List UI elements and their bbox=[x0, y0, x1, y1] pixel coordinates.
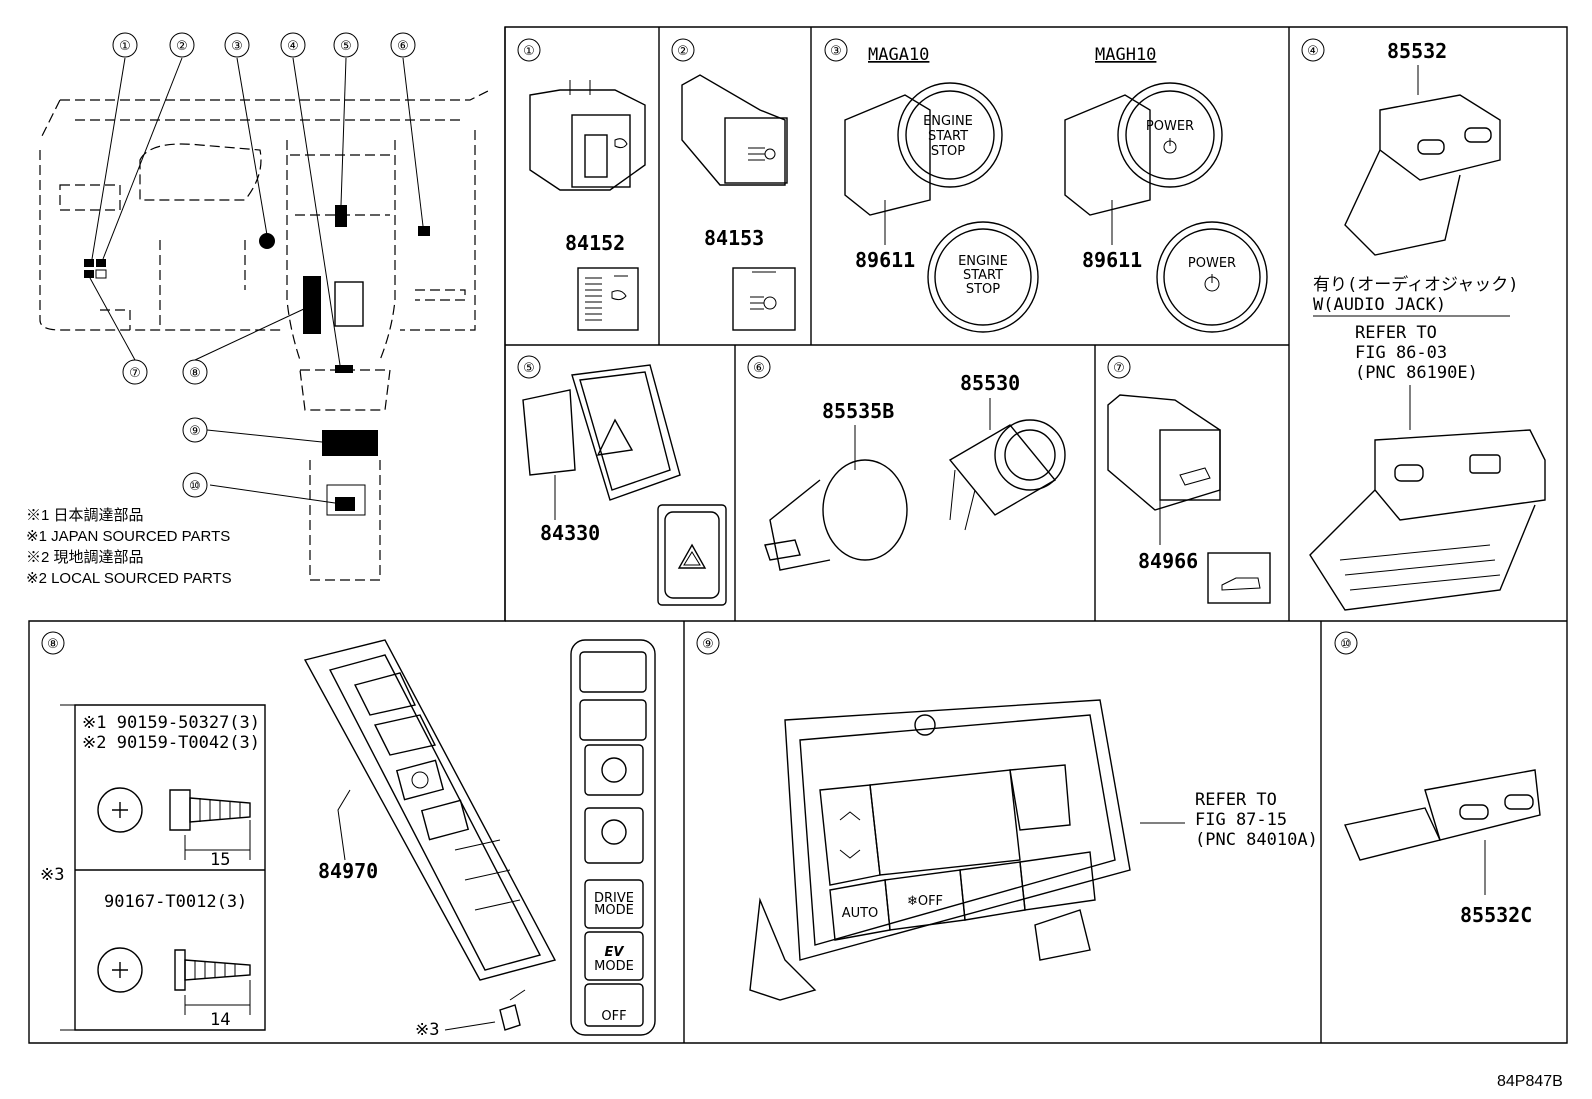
panel-3-number: ③ bbox=[830, 44, 842, 59]
callout-6: ⑥ bbox=[397, 39, 409, 54]
power-label-a: POWER bbox=[1146, 119, 1194, 134]
auto-button-label: AUTO bbox=[842, 906, 879, 921]
start-label-a: START bbox=[928, 129, 968, 144]
ev-label: EV bbox=[605, 945, 625, 960]
refer-line-1: REFER TO bbox=[1355, 323, 1437, 343]
refer-line-3: (PNC 86190E) bbox=[1355, 363, 1478, 383]
callout-3: ③ bbox=[231, 39, 243, 54]
panel-5-part-number: 84330 bbox=[540, 521, 600, 545]
panel-3-part-number-b: 89611 bbox=[1082, 248, 1142, 272]
ac-off-label: ❄OFF bbox=[907, 894, 943, 909]
panel-4-part-number: 85532 bbox=[1387, 39, 1447, 63]
panel-1-part-number: 84152 bbox=[565, 231, 625, 255]
callout-1: ① bbox=[119, 39, 131, 54]
overview-dashboard: ① ② ③ ④ ⑤ ⑥ ⑦ ⑧ ⑨ ⑩ ※1 日本調達部品 ※1 JAPAN S… bbox=[26, 32, 491, 587]
ref-3-left: ※3 bbox=[40, 865, 64, 885]
panel-2-number: ② bbox=[677, 44, 689, 59]
audio-jack-note-en: W(AUDIO JACK) bbox=[1313, 295, 1446, 315]
callout-7: ⑦ bbox=[129, 366, 141, 381]
callout-8: ⑧ bbox=[189, 366, 201, 381]
refer-9-line-3: (PNC 84010A) bbox=[1195, 830, 1318, 850]
panel-6: ⑥ 85535B 85530 bbox=[747, 355, 1066, 571]
panel-4-number: ④ bbox=[1307, 44, 1319, 59]
callout-2: ② bbox=[176, 39, 188, 54]
panel-4: ④ 85532 有り(オーディオジャック) W(AUDIO JACK) REFE… bbox=[1301, 38, 1546, 611]
stop-label-a: STOP bbox=[931, 144, 965, 159]
panel-2: ② 84153 bbox=[671, 38, 796, 331]
panel-9-number: ⑨ bbox=[702, 637, 714, 652]
part-85530: 85530 bbox=[960, 371, 1020, 395]
part-85535b: 85535B bbox=[822, 399, 894, 423]
bolt-1a: ※1 90159-50327(3) bbox=[82, 713, 260, 733]
refer-line-2: FIG 86-03 bbox=[1355, 343, 1447, 363]
power-label-b: POWER bbox=[1188, 256, 1236, 271]
note-local-en: ※2 LOCAL SOURCED PARTS bbox=[26, 570, 232, 587]
off-label: OFF bbox=[601, 1009, 626, 1024]
panel-8-number: ⑧ bbox=[47, 637, 59, 652]
panel-10-number: ⑩ bbox=[1340, 637, 1352, 652]
refer-9-line-1: REFER TO bbox=[1195, 790, 1277, 810]
callout-4: ④ bbox=[287, 39, 299, 54]
panel-7: ⑦ 84966 bbox=[1107, 355, 1271, 604]
refer-9-line-2: FIG 87-15 bbox=[1195, 810, 1287, 830]
panel-9: ⑨ AUTO ❄OFF REFER TO FIG 87-15 (PNC 8401… bbox=[696, 631, 1318, 1001]
panel-6-number: ⑥ bbox=[753, 361, 765, 376]
callout-9: ⑨ bbox=[189, 424, 201, 439]
engine-label-b: ENGINE bbox=[958, 254, 1008, 269]
ev-mode-label: MODE bbox=[594, 959, 634, 974]
note-local-jp: ※2 現地調達部品 bbox=[26, 549, 144, 566]
panel-3: ③ MAGA10 MAGH10 ENGINE START STOP 89611 … bbox=[824, 38, 1268, 333]
panel-5-number: ⑤ bbox=[523, 361, 535, 376]
figure-code: 84P847B bbox=[1497, 1073, 1563, 1090]
panel-10-part-number: 85532C bbox=[1460, 903, 1532, 927]
panel-7-part-number: 84966 bbox=[1138, 549, 1198, 573]
stop-label-b: STOP bbox=[966, 282, 1000, 297]
engine-label-a: ENGINE bbox=[923, 114, 973, 129]
ref-3-screw: ※3 bbox=[415, 1020, 439, 1040]
panel-8: ⑧ ※1 90159-50327(3) ※2 90159-T0042(3) ※3… bbox=[40, 631, 656, 1040]
mode-label: MODE bbox=[594, 903, 634, 918]
drive-label: DRIVE bbox=[594, 891, 634, 906]
panel-8-part-number: 84970 bbox=[318, 859, 378, 883]
panel-5: ⑤ 84330 bbox=[517, 355, 727, 606]
audio-jack-note-jp: 有り(オーディオジャック) bbox=[1313, 274, 1518, 295]
note-japan-jp: ※1 日本調達部品 bbox=[26, 507, 144, 524]
panel-grid bbox=[28, 26, 1568, 1044]
note-japan-en: ※1 JAPAN SOURCED PARTS bbox=[26, 528, 230, 545]
bolt-2-length: 14 bbox=[210, 1010, 230, 1030]
panel-10: ⑩ 85532C bbox=[1334, 631, 1541, 927]
panel-7-number: ⑦ bbox=[1113, 361, 1125, 376]
callout-5: ⑤ bbox=[340, 39, 352, 54]
model-magh10: MAGH10 bbox=[1095, 45, 1156, 65]
bolt-1b: ※2 90159-T0042(3) bbox=[82, 733, 260, 753]
bolt-2: 90167-T0012(3) bbox=[104, 892, 247, 912]
model-maga10: MAGA10 bbox=[868, 45, 929, 65]
panel-1-number: ① bbox=[523, 44, 535, 59]
panel-1: ① 84152 bbox=[517, 38, 646, 331]
callout-10: ⑩ bbox=[189, 479, 201, 494]
panel-3-part-number-a: 89611 bbox=[855, 248, 915, 272]
bolt-1-length: 15 bbox=[210, 850, 230, 870]
start-label-b: START bbox=[963, 268, 1003, 283]
panel-2-part-number: 84153 bbox=[704, 226, 764, 250]
